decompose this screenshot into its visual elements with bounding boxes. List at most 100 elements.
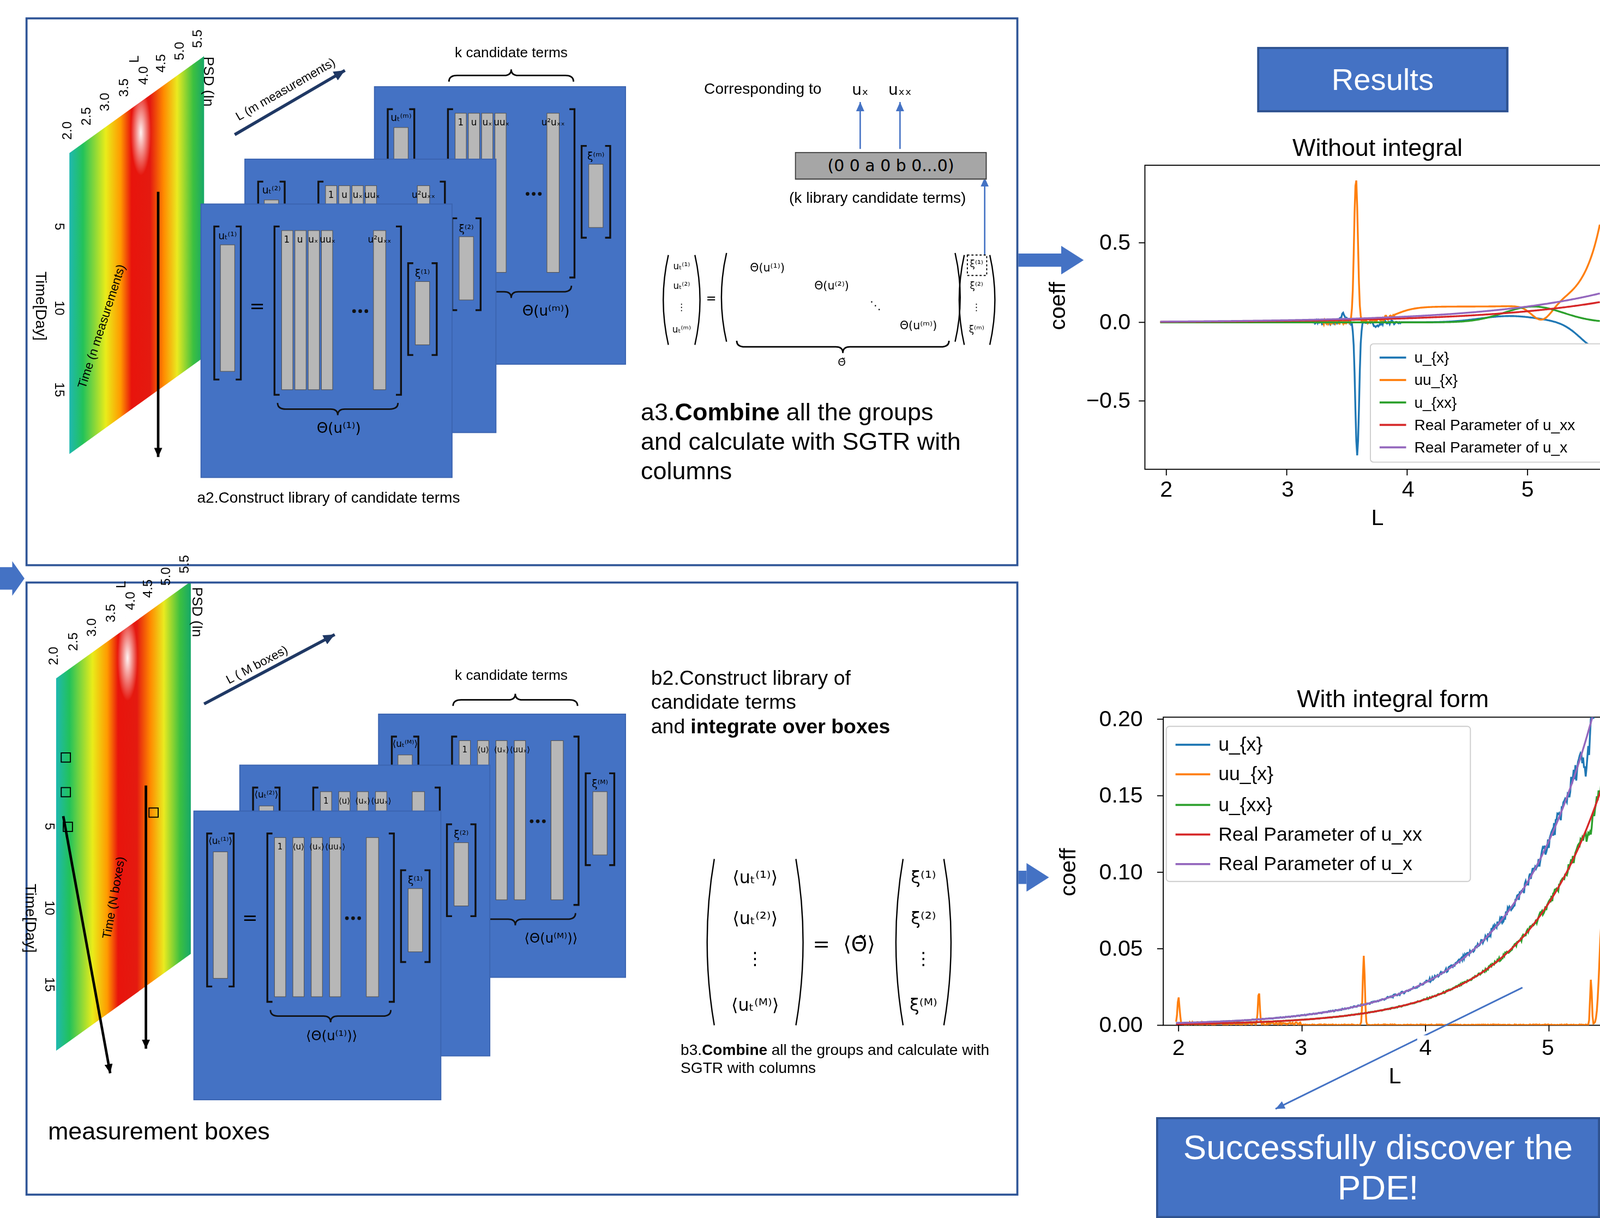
math-term: uₜ⁽²⁾ [673, 281, 691, 293]
legend-text: Real Parameter of u_xx [1414, 416, 1575, 434]
axis-tick [1157, 1025, 1164, 1027]
library-plane [194, 811, 442, 1101]
measurement-box [61, 788, 71, 798]
legend-box [1166, 726, 1471, 882]
parenthesis [663, 255, 669, 346]
library-column [213, 851, 228, 979]
library-column [459, 236, 474, 300]
math-term: ξ⁽ᵐ⁾ [969, 325, 985, 336]
library-column [373, 230, 386, 390]
annotation-text: L [127, 55, 143, 64]
legend-line [1379, 423, 1407, 426]
annotation-text: 5.5 [190, 29, 206, 48]
math-term: 1 [457, 118, 464, 129]
axis-label: 5 [1539, 1035, 1556, 1061]
legend-line [1175, 803, 1211, 806]
math-term: = [813, 932, 830, 955]
matrix-bracket [214, 226, 242, 380]
library-column [308, 230, 320, 390]
legend-entry: Real Parameter of u_xx [1175, 823, 1423, 846]
annotation-text: k candidate terms [454, 45, 568, 62]
math-term: ⋮ [746, 949, 765, 969]
step-description: a3.Combineall the groups and calculate w… [640, 398, 966, 487]
parenthesis [943, 859, 952, 1026]
parenthesis [989, 255, 995, 346]
axis-label: 0.05 [1097, 936, 1146, 962]
math-term: ξ⁽²⁾ [910, 909, 936, 929]
library-column [311, 837, 323, 997]
library-column [495, 113, 507, 273]
axis-label: coeff [1055, 846, 1081, 899]
annotation-text: 3.5 [104, 604, 119, 623]
brace [448, 69, 574, 82]
math-term: ⟨uₓ⟩ [309, 843, 325, 853]
library-column [588, 164, 604, 228]
axis-label: 4 [1399, 477, 1417, 503]
annotation-text: 15 [51, 382, 67, 398]
legend-entry: u_{x} [1379, 348, 1450, 366]
math-term: ⟨uₓ⟩ [355, 797, 371, 807]
annotation-text: 2.5 [65, 632, 81, 652]
math-term: Θ̃ [837, 356, 846, 369]
heatmap-hotspot [130, 89, 152, 176]
matrix-bracket [207, 833, 234, 988]
math-term: Θ(u⁽ᵐ⁾) [899, 320, 937, 333]
library-column [295, 230, 307, 390]
axis-tick [1424, 1025, 1427, 1032]
legend-text: uu_{x} [1218, 763, 1274, 786]
math-term: ⟨uₜ⁽ᴹ⁾⟩ [731, 995, 779, 1015]
panel-caption: measurement boxes [47, 1117, 270, 1146]
axis-tick [1157, 948, 1164, 950]
legend-line [1379, 400, 1407, 403]
ellipsis-dot [358, 309, 363, 314]
data-curve [1160, 180, 1600, 325]
parenthesis [895, 859, 904, 1026]
math-term: u²uₓₓ [411, 190, 436, 202]
annotation-text: (k library candidate terms) [789, 189, 966, 207]
legend-entry: Real Parameter of u_x [1175, 853, 1413, 876]
annotation-text: 10 [41, 900, 57, 916]
math-term: ⟨uₜ⁽²⁾⟩ [254, 790, 279, 802]
library-column [292, 837, 305, 997]
annotation-text: 3.0 [97, 92, 113, 112]
axis-tick [1138, 242, 1145, 244]
axis-tick [1526, 469, 1529, 476]
flow-arrow [1018, 870, 1027, 884]
legend-entry: Real Parameter of u_xx [1379, 416, 1575, 434]
brace [453, 693, 578, 706]
axis-label: −0.5 [1084, 388, 1133, 414]
math-term: ξ⁽²⁾ [453, 828, 469, 841]
flow-arrow [1018, 253, 1062, 267]
annotation-text: 15 [41, 977, 57, 992]
math-term: ⋮ [915, 949, 933, 969]
math-term: uₜ⁽ᵐ⁾ [672, 325, 691, 336]
axis-label: 0.0 [1097, 310, 1133, 335]
axis-label: 3 [1279, 477, 1296, 503]
legend-line [1379, 356, 1407, 359]
annotation-text: 5 [41, 822, 57, 831]
math-term: ⟨Θ(u⁽ᴹ⁾)⟩ [524, 931, 579, 947]
axis-label: L [1386, 1063, 1404, 1089]
heatmap-hotspot [117, 615, 138, 701]
annotation-text: k candidate terms [454, 667, 568, 684]
library-column [274, 837, 286, 997]
math-term: u [471, 118, 478, 129]
coefficient-vector: (0 0 a 0 b 0...0) [795, 152, 988, 180]
math-term: 1 [323, 797, 329, 807]
library-column [407, 888, 423, 953]
math-term: ξ⁽¹⁾ [414, 267, 430, 280]
math-term: uₓ [352, 190, 363, 202]
legend-line [1175, 863, 1211, 866]
matrix-bracket [267, 833, 394, 1003]
axis-tick [1286, 469, 1288, 476]
math-term: 1 [283, 235, 290, 246]
axis-tick [1406, 469, 1408, 476]
axis-label: 0.5 [1097, 230, 1133, 256]
legend-line [1175, 743, 1211, 747]
math-term: ⋮ [971, 303, 982, 314]
annotation-text: 3.0 [84, 618, 100, 637]
annotation-text: 5.5 [177, 555, 192, 574]
axis-tick [1165, 469, 1168, 476]
flow-arrow-stub [0, 561, 25, 597]
axis-label: 0.15 [1097, 783, 1146, 809]
